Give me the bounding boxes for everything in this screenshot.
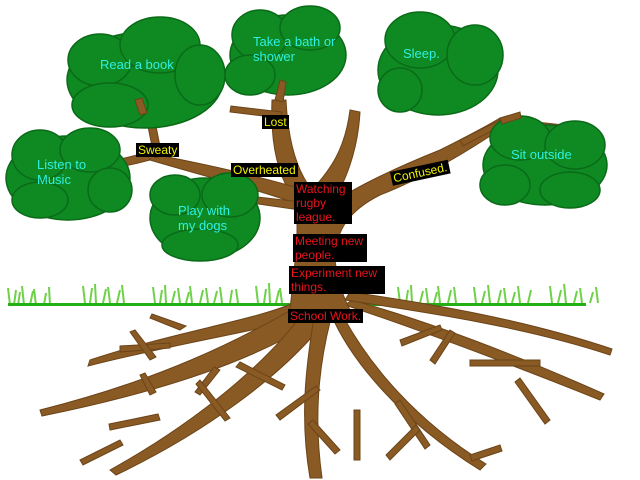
branch-tips [134, 79, 522, 125]
foliage-read-a-book [66, 16, 226, 129]
tag-experiment-new-things: Experiment new things. [289, 266, 385, 294]
tag-sweaty: Sweaty [136, 143, 180, 157]
tag-meeting-new-people: Meeting new people. [293, 234, 367, 262]
tag-lost: Lost [262, 115, 289, 129]
foliage-play-with-dogs [149, 172, 261, 262]
canopy [5, 5, 608, 262]
grass-tufts [7, 282, 599, 306]
tag-overheated: Overheated [231, 163, 298, 177]
leaf-listen-to-music: Listen to Music [37, 157, 87, 187]
roots [39, 291, 613, 479]
leaf-sleep: Sleep. [403, 46, 440, 61]
foliage-listen-to-music [5, 127, 133, 221]
leaf-read-a-book: Read a book [100, 57, 174, 72]
leaf-play-with-dogs: Play with my dogs [178, 203, 231, 233]
foliage-sleep [377, 11, 504, 116]
foliage-take-a-bath [224, 5, 347, 96]
foliage-sit-outside [479, 115, 608, 209]
tag-school-work: School Work. [288, 309, 364, 323]
leaf-sit-outside: Sit outside [511, 147, 572, 162]
tag-watching-rugby: Watching rugby league. [294, 182, 352, 224]
leaf-take-a-bath: Take a bath or shower [253, 34, 336, 64]
